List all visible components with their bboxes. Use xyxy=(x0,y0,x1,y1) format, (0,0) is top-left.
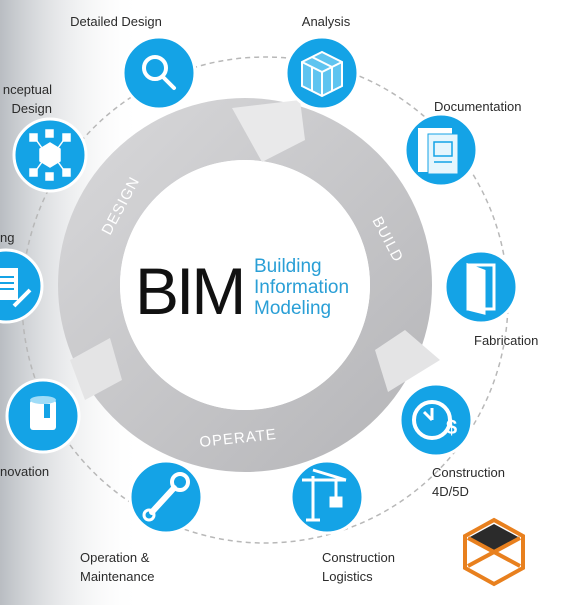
center-line-3: Modeling xyxy=(254,298,331,319)
crane-icon xyxy=(302,468,347,522)
stage-node-construction-4d5d[interactable]: $ xyxy=(398,382,474,458)
label-construction-4d5d-line2: 4D/5D xyxy=(432,484,469,499)
label-construction-4d5d-line1: Construction xyxy=(432,465,505,480)
label-planning: ng xyxy=(0,230,15,245)
label-conceptual-design-line2: Design xyxy=(11,101,52,116)
arrow-notch-top xyxy=(232,100,305,162)
label-construction-logistics-line1: Construction xyxy=(322,550,395,565)
label-operation-maintenance-line1: Operation & xyxy=(80,550,150,565)
center-line-2: Information xyxy=(254,277,349,298)
paint-bucket-icon xyxy=(30,396,56,430)
center-title: BIM Building Information Modeling xyxy=(135,254,349,328)
stage-node-documentation[interactable] xyxy=(403,112,479,188)
stage-node-conceptual-design[interactable] xyxy=(12,117,88,193)
magnifier-icon xyxy=(142,55,176,90)
cube-icon xyxy=(301,50,343,98)
label-fabrication: Fabrication xyxy=(474,333,539,348)
label-detailed-design: Detailed Design xyxy=(70,14,162,29)
label-documentation: Documentation xyxy=(434,99,522,114)
wrench-icon xyxy=(142,472,190,522)
label-construction-logistics-line2: Logistics xyxy=(322,569,373,584)
arrow-notch-right xyxy=(375,330,440,392)
arrow-notch-left xyxy=(70,338,122,400)
stage-node-construction-logistics[interactable] xyxy=(289,459,365,535)
hexagon-logo xyxy=(463,517,525,587)
stage-node-operation-maintenance[interactable] xyxy=(128,459,204,535)
door-icon xyxy=(466,262,496,315)
svg-text:$: $ xyxy=(446,417,457,439)
label-renovation: novation xyxy=(0,464,50,479)
label-operation-maintenance-line2: Maintenance xyxy=(80,569,155,584)
label-conceptual-design-line1: nceptual xyxy=(2,82,52,97)
bim-acronym: BIM xyxy=(135,254,243,328)
blueprint-icon xyxy=(418,128,459,175)
stage-node-fabrication[interactable] xyxy=(443,249,519,325)
stage-node-planning[interactable] xyxy=(0,248,44,324)
document-pen-icon xyxy=(0,268,32,308)
stage-node-detailed-design[interactable] xyxy=(121,35,197,111)
clock-dollar-icon: $ xyxy=(412,400,457,440)
label-analysis: Analysis xyxy=(301,14,351,29)
center-line-1: Building xyxy=(254,256,322,277)
cycle-ring: DESIGN BUILD OPERATE xyxy=(58,98,440,472)
network-icon xyxy=(29,129,71,181)
stage-node-analysis[interactable] xyxy=(284,35,360,111)
stage-node-renovation[interactable] xyxy=(5,378,81,454)
